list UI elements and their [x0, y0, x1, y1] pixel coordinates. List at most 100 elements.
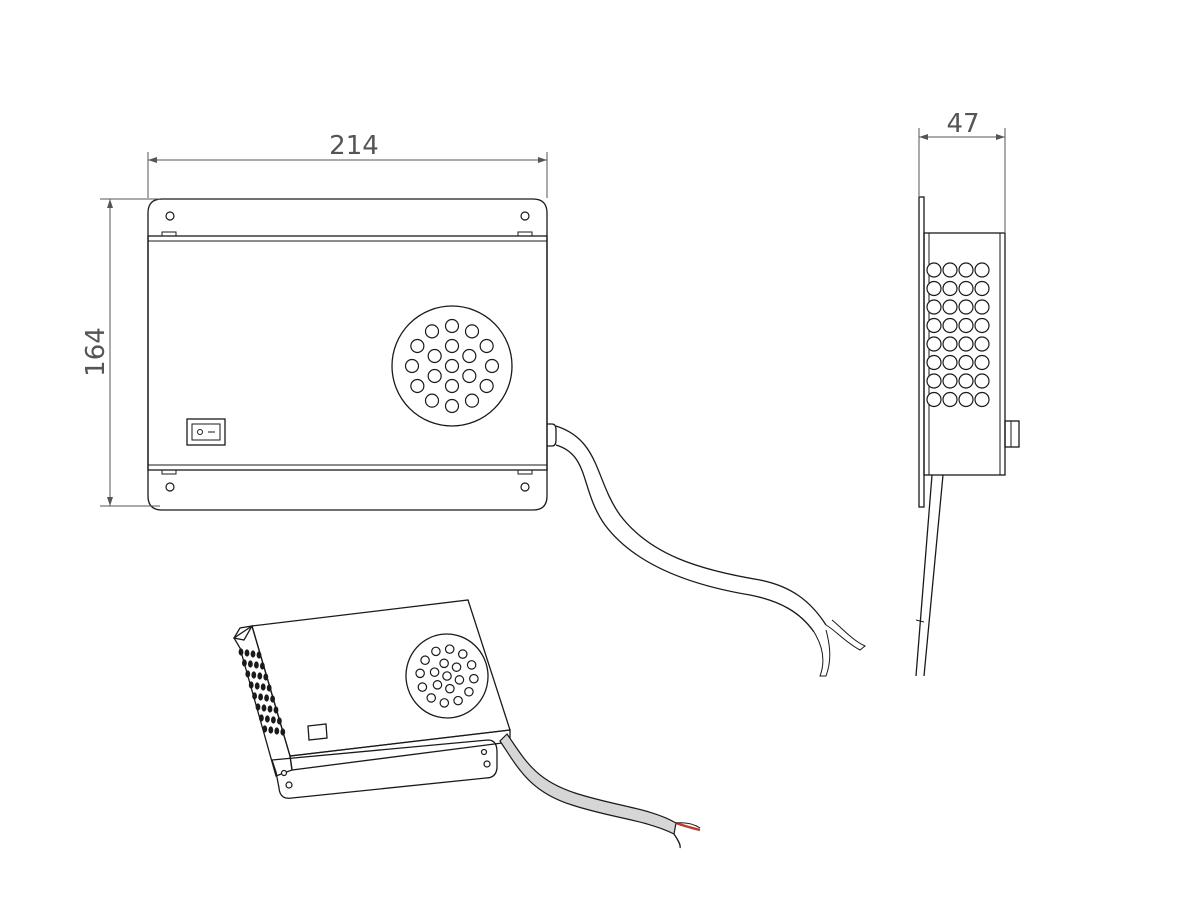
grille-hole	[942, 373, 958, 389]
vent-hole	[270, 695, 275, 703]
mounting-hole	[520, 211, 530, 221]
side-cable	[915, 474, 944, 677]
mounting-hole	[165, 211, 175, 221]
vent-hole	[263, 673, 269, 681]
vent-hole	[252, 692, 257, 700]
grille-hole	[926, 317, 942, 334]
grille-hole	[445, 683, 455, 694]
grille-hole	[439, 658, 449, 669]
vent-hole	[280, 728, 286, 736]
power-cable	[555, 425, 866, 677]
vent-hole	[245, 670, 251, 678]
grille-hole	[444, 398, 460, 414]
grille-hole	[942, 317, 958, 334]
grille-hole	[427, 348, 442, 364]
grille-hole	[431, 646, 441, 657]
grille-hole	[454, 675, 465, 685]
side-view	[915, 196, 1020, 677]
grille-hole	[942, 354, 958, 371]
grille-hole	[942, 336, 958, 352]
vent-hole	[254, 661, 259, 669]
grille-hole	[427, 368, 442, 384]
grille-hole	[926, 280, 942, 297]
vent-hole	[273, 706, 279, 714]
grille-hole	[466, 660, 477, 670]
grille-hole	[457, 649, 468, 659]
grille-hole	[426, 693, 437, 703]
iso-side-face	[233, 624, 293, 777]
grille-hole	[942, 262, 958, 278]
grille-hole	[444, 378, 460, 394]
vent-hole	[264, 694, 269, 702]
housing-front	[147, 235, 548, 471]
vent-hole	[262, 725, 268, 733]
mounting-hole	[165, 482, 175, 492]
grille-hole	[974, 280, 990, 297]
vent-hole	[274, 727, 280, 735]
grille-hole	[444, 644, 455, 654]
front-view	[147, 198, 866, 677]
grille-hole	[958, 336, 974, 352]
grille-hole	[974, 336, 990, 352]
vent-hole	[250, 650, 256, 658]
grille-hole	[417, 682, 428, 692]
vent-hole	[258, 693, 263, 701]
grille-hole	[974, 317, 990, 334]
grille-hole	[926, 262, 942, 278]
mounting-plate	[147, 198, 548, 511]
grille-hole	[974, 262, 990, 278]
vent-hole	[248, 681, 254, 689]
vent-hole	[251, 671, 257, 679]
side-switch	[1004, 420, 1020, 448]
grille-hole	[942, 391, 958, 408]
grille-hole	[424, 393, 440, 408]
grille-hole	[451, 662, 462, 672]
grille-hole	[424, 324, 440, 339]
vent-hole	[260, 683, 266, 691]
grille-hole	[464, 393, 480, 408]
grille-hole	[453, 695, 463, 706]
vent-hole	[266, 684, 272, 692]
vent-hole	[256, 651, 262, 659]
dimension-height: 164	[81, 198, 160, 507]
grille-hole	[410, 378, 425, 394]
grille-hole	[429, 667, 440, 677]
grille-hole	[420, 655, 430, 666]
grille-hole	[410, 338, 425, 354]
grille-hole	[926, 373, 942, 389]
grille-hole	[404, 358, 420, 374]
grille-hole	[464, 686, 474, 697]
vent-hole	[242, 659, 247, 667]
iso-side-vents	[238, 648, 286, 736]
grille-hole	[926, 391, 942, 408]
vent-hole	[248, 660, 253, 668]
vent-hole	[257, 672, 263, 680]
vent-hole	[244, 649, 250, 657]
dimension-width: 214	[147, 131, 548, 198]
vent-hole	[271, 716, 276, 724]
vent-hole	[268, 726, 274, 734]
grille-hole	[974, 391, 990, 408]
isometric-view	[232, 599, 701, 849]
grille-hole	[462, 368, 477, 384]
grille-hole	[444, 338, 460, 354]
grille-hole	[432, 680, 443, 690]
side-vent-grid	[926, 262, 990, 408]
vent-hole	[267, 705, 273, 713]
grille-hole	[942, 299, 958, 315]
grille-hole	[444, 318, 460, 334]
vent-hole	[265, 715, 270, 723]
grille-hole	[958, 262, 974, 278]
iso-base-plate	[271, 739, 498, 799]
iso-front-face	[289, 729, 511, 771]
grille-hole	[958, 317, 974, 334]
dimension-depth: 47	[918, 109, 1006, 232]
grille-hole	[484, 358, 500, 374]
grille-hole	[926, 336, 942, 352]
grille-hole	[958, 391, 974, 408]
grille-hole	[974, 354, 990, 371]
grille-hole	[439, 698, 450, 708]
grille-hole	[469, 673, 479, 684]
vent-hole	[261, 704, 267, 712]
